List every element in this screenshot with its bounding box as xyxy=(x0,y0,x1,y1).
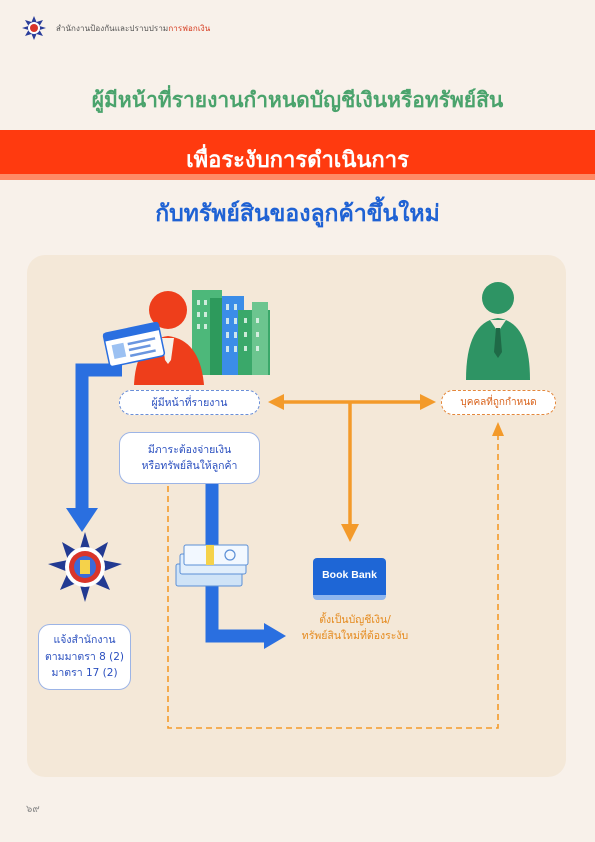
title-banner xyxy=(0,130,595,180)
bank-caption-line-1: ตั้งเป็นบัญชีเงิน/ xyxy=(319,614,391,626)
org-name-prefix: สำนักงานป้องกันและปราบปราม xyxy=(56,23,169,33)
book-bank-label: Book Bank xyxy=(322,569,377,581)
dashed-link xyxy=(167,422,504,729)
designated-person-label: บุคคลที่ถูกกำหนด xyxy=(441,390,556,415)
title-line-1: ผู้มีหน้าที่รายงานกำหนดบัญชีเงินหรือทรัพ… xyxy=(91,88,504,112)
page-header: สำนักงานป้องกันและปราบปรามการฟอกเงิน xyxy=(22,16,210,40)
title-line-2: เพื่อระงับการดำเนินการ xyxy=(186,148,409,173)
amlo-logo-icon xyxy=(22,16,46,40)
org-name-accent: การฟอกเงิน xyxy=(168,23,211,33)
buildings-icon xyxy=(192,290,270,375)
org-name: สำนักงานป้องกันและปราบปรามการฟอกเงิน xyxy=(56,22,210,35)
blue-arrow-to-office xyxy=(66,363,122,532)
obligation-line-1: มีภาระต้องจ่ายเงิน xyxy=(147,443,232,456)
bank-account-caption: ตั้งเป็นบัญชีเงิน/ ทรัพย์สินใหม่ที่ต้องร… xyxy=(280,612,430,645)
page-number: ๖๙ xyxy=(26,804,40,815)
reporter-label: ผู้มีหน้าที่รายงาน xyxy=(119,390,260,415)
amlo-seal-icon xyxy=(48,532,122,602)
orange-double-arrow xyxy=(268,394,436,542)
office-line-3: มาตรา 17 (2) xyxy=(51,667,118,680)
blue-arrow-to-bookbank xyxy=(205,484,286,649)
money-stack-icon xyxy=(175,544,249,587)
office-notice-box: แจ้งสำนักงาน ตามมาตรา 8 (2) มาตรา 17 (2) xyxy=(38,624,131,690)
obligation-box: มีภาระต้องจ่ายเงิน หรือทรัพย์สินให้ลูกค้… xyxy=(119,432,260,484)
bank-caption-line-2: ทรัพย์สินใหม่ที่ต้องระงับ xyxy=(301,630,409,643)
office-line-1: แจ้งสำนักงาน xyxy=(53,633,116,646)
id-card-icon xyxy=(102,321,166,368)
designated-person-icon xyxy=(466,282,530,380)
title-line-3: กับทรัพย์สินของลูกค้าขึ้นใหม่ xyxy=(155,201,440,227)
book-bank-icon: Book Bank xyxy=(313,558,386,600)
office-line-2: ตามมาตรา 8 (2) xyxy=(44,650,125,663)
obligation-line-2: หรือทรัพย์สินให้ลูกค้า xyxy=(141,460,238,472)
